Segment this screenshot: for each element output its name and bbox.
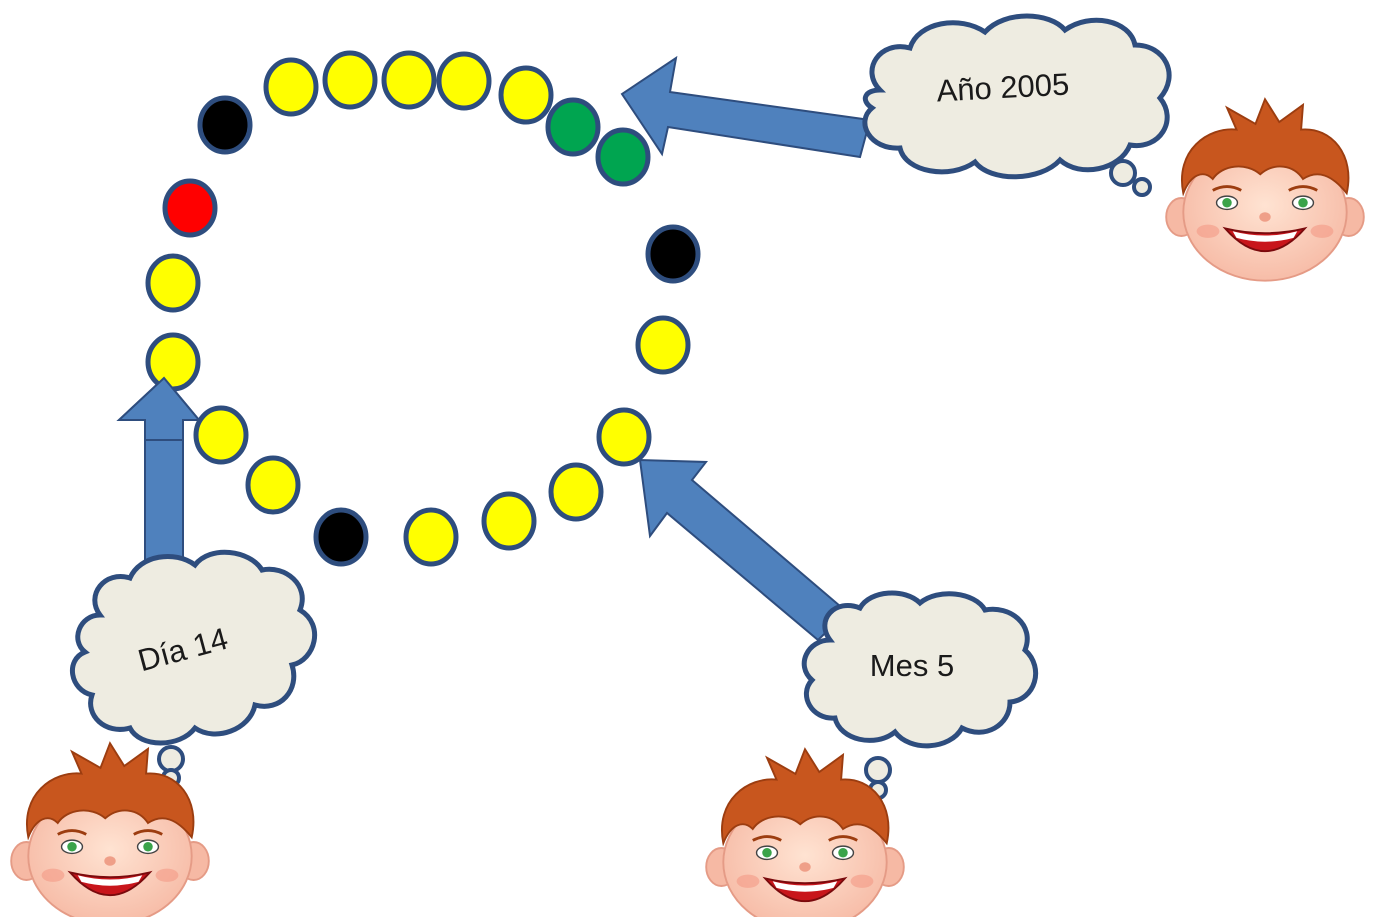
day-thought-cloud: Día 14 (69, 549, 318, 788)
bead (635, 315, 691, 375)
bead (436, 51, 492, 111)
bead (545, 97, 601, 157)
bead (145, 253, 201, 313)
bead (263, 57, 319, 117)
year-label: Año 2005 (936, 67, 1070, 109)
bead (145, 332, 201, 392)
bead (313, 507, 369, 567)
month-label: Mes 5 (870, 648, 954, 683)
day-arrow-tip (116, 376, 202, 441)
bead (322, 50, 378, 110)
boy-face-icon (1164, 97, 1366, 283)
bead (645, 224, 701, 284)
bead (548, 462, 604, 522)
year-arrow (620, 55, 872, 159)
bead (197, 95, 253, 155)
bead (162, 178, 218, 238)
bead (481, 491, 537, 551)
bead (498, 65, 554, 125)
month-arrow (638, 458, 849, 642)
bead (595, 127, 651, 187)
year-thought-cloud: Año 2005 (862, 13, 1172, 197)
bead (245, 455, 301, 515)
bead (596, 407, 652, 467)
bead (381, 50, 437, 110)
bead (193, 405, 249, 465)
bead-necklace (145, 50, 701, 567)
bead (403, 507, 459, 567)
